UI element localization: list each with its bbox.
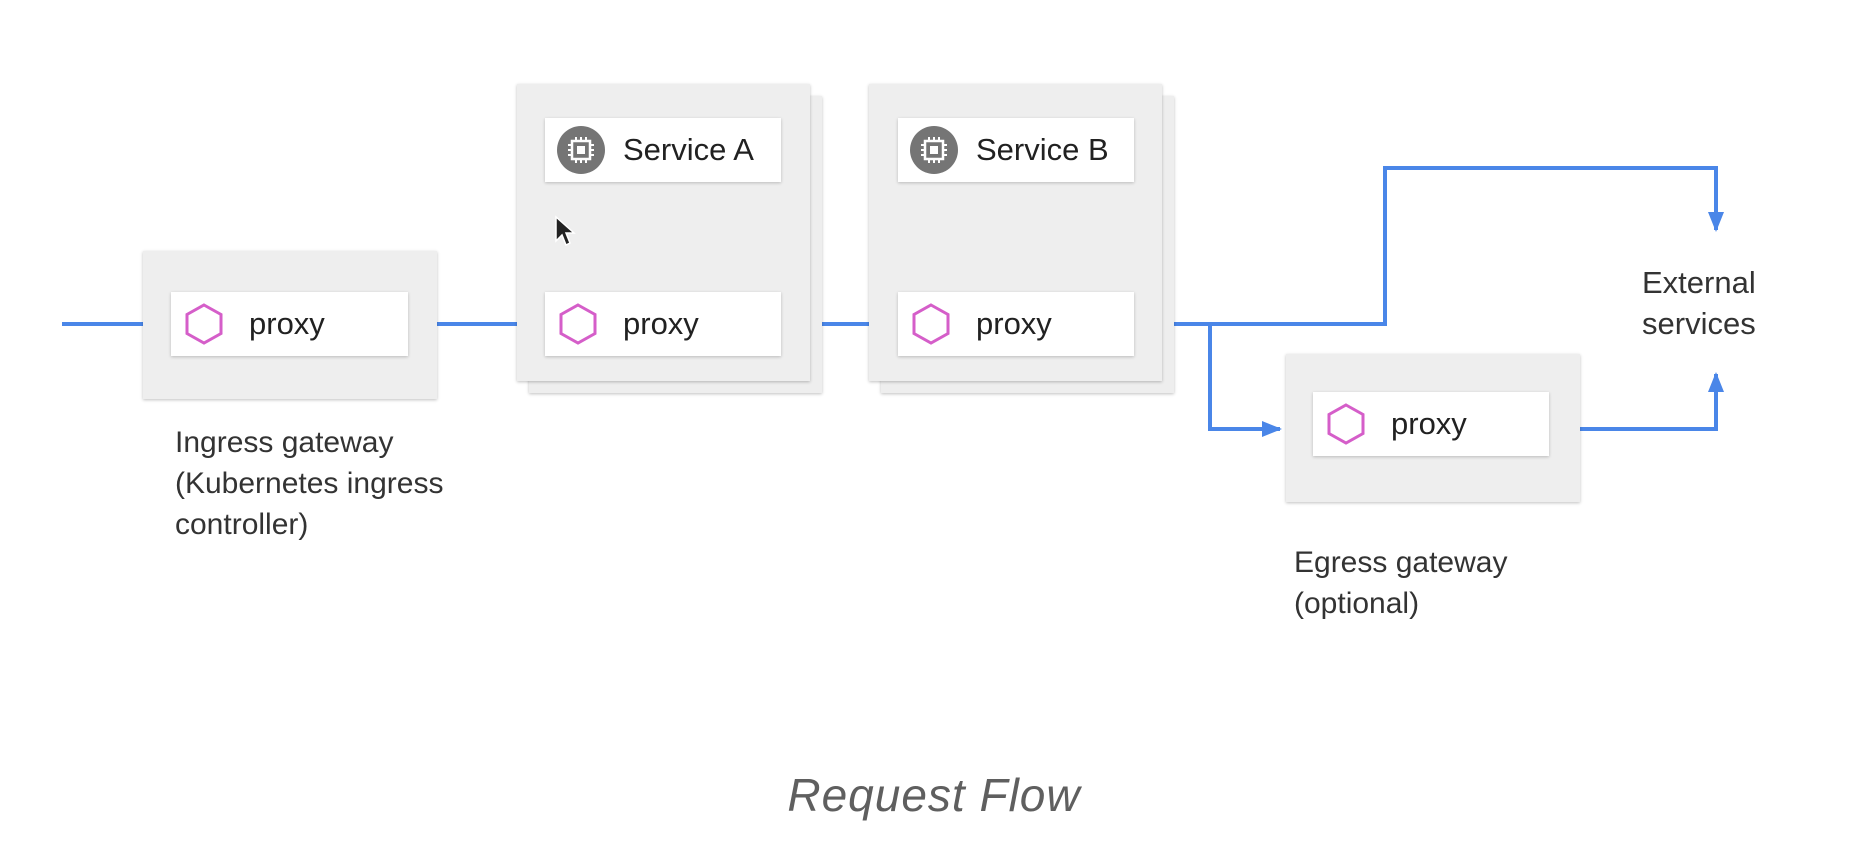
service-a-card: Service A [545, 118, 781, 182]
ingress-caption-line: (Kubernetes ingress [175, 467, 444, 500]
service-b-label: Service B [976, 132, 1109, 167]
egress-caption-line: (optional) [1294, 587, 1420, 620]
arrow-egress-to-external [1578, 372, 1724, 431]
egress-caption-line: Egress gateway [1294, 546, 1508, 579]
chip-icon [557, 126, 605, 174]
arrow-b-to-external [1134, 166, 1724, 326]
ingress-proxy-label: proxy [249, 306, 325, 341]
external-services-line: External [1642, 265, 1756, 300]
hexagon-icon [1327, 403, 1365, 445]
egress-proxy-card: proxy [1313, 392, 1549, 456]
ingress-caption-line: controller) [175, 508, 309, 541]
chip-icon [910, 126, 958, 174]
service-a-proxy-label: proxy [623, 306, 699, 341]
hexagon-icon [559, 303, 597, 345]
external-services-line: services [1642, 306, 1756, 341]
arrow-b-to-egress [1208, 324, 1282, 437]
egress-proxy-label: proxy [1391, 406, 1467, 441]
service-a-label: Service A [623, 132, 754, 167]
hexagon-icon [912, 303, 950, 345]
service-b-proxy-card: proxy [898, 292, 1134, 356]
service-b-card: Service B [898, 118, 1134, 182]
external-services-label: External services [1642, 262, 1756, 344]
ingress-caption-line: Ingress gateway [175, 426, 394, 459]
egress-caption: Egress gateway (optional) [1294, 542, 1507, 624]
ingress-caption: Ingress gateway (Kubernetes ingress cont… [175, 422, 443, 545]
diagram-title: Request Flow [787, 769, 1081, 821]
hexagon-icon [185, 303, 223, 345]
service-a-proxy-card: proxy [545, 292, 781, 356]
ingress-proxy-card: proxy [171, 292, 408, 356]
service-b-proxy-label: proxy [976, 306, 1052, 341]
mouse-cursor-icon [555, 215, 576, 247]
